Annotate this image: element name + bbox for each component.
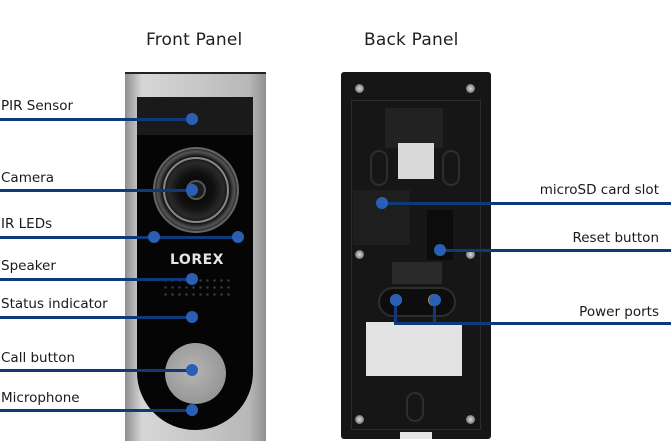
back-groove [351,100,481,430]
callout-label-reset-button: Reset button [572,230,659,246]
marker-speaker [186,273,198,285]
marker-ir-led-left [148,231,160,243]
bottom-slot [406,392,424,422]
screw-icon [355,84,364,93]
callout-label-ir-leds: IR LEDs [1,216,53,232]
leader-line-ir-leds [0,236,238,239]
marker-status-indicator [186,311,198,323]
screw-icon [355,415,364,424]
leader-line-power-port-right [433,300,436,324]
marker-ir-led-right [232,231,244,243]
port-block [392,262,442,284]
callout-label-camera: Camera [1,170,54,186]
mount-slot [370,150,388,186]
leader-line-camera [0,189,192,192]
back-panel-title: Back Panel [364,30,459,50]
leader-line-pir-sensor [0,118,192,121]
bottom-tab [400,432,432,439]
leader-line-call-button [0,369,192,372]
leader-line-microsd-slot [382,202,671,205]
leader-line-power-ports [394,322,671,325]
leader-line-power-port-left [394,300,397,324]
marker-power-port-right [429,294,441,306]
marker-microsd-slot [376,197,388,209]
marker-reset-button [434,244,446,256]
mount-bracket [385,108,443,148]
brand-logo: LOREX [170,252,224,268]
callout-label-speaker: Speaker [1,258,56,274]
screw-icon [466,84,475,93]
white-label-patch [398,143,434,179]
callout-label-microphone: Microphone [1,390,80,406]
marker-power-port-left [390,294,402,306]
screw-icon [466,415,475,424]
marker-call-button [186,364,198,376]
mount-slot [442,150,460,186]
marker-microphone [186,404,198,416]
screw-icon [355,250,364,259]
leader-line-status-indicator [0,316,192,319]
callout-label-pir-sensor: PIR Sensor [1,98,74,114]
screw-icon [466,250,475,259]
callout-label-call-button: Call button [1,350,76,366]
speaker-grille [162,277,232,299]
marker-camera [186,184,198,196]
leader-line-microphone [0,409,192,412]
leader-line-speaker [0,278,192,281]
callout-label-power-ports: Power ports [579,304,659,320]
leader-line-reset-button [440,249,671,252]
front-panel-title: Front Panel [146,30,243,50]
callout-label-microsd-slot: microSD card slot [539,182,659,198]
callout-label-status-indicator: Status indicator [1,296,108,312]
marker-pir-sensor [186,113,198,125]
product-sticker [366,322,462,376]
